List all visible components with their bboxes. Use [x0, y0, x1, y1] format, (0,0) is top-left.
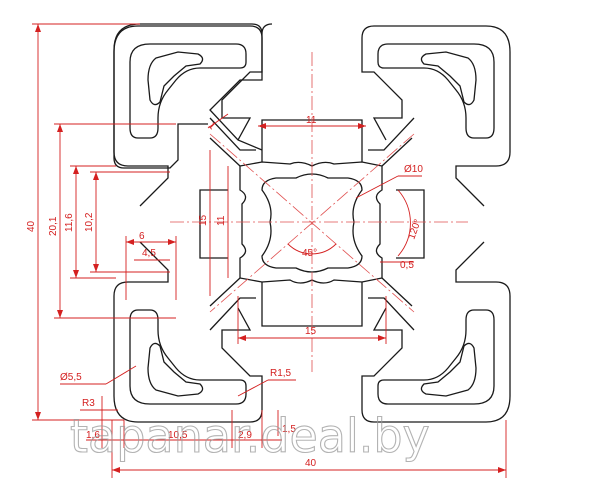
- profile-core: [199, 119, 425, 327]
- dimension-arrows: [35, 24, 506, 473]
- label-height-20-1: 20,1: [48, 216, 59, 236]
- label-slot-4-5: 4,5: [142, 248, 156, 259]
- label-overall-height: 40: [26, 220, 37, 232]
- label-bottom-1-5: 1,5: [282, 424, 296, 435]
- label-radius-3: R3: [82, 398, 95, 409]
- label-core-height-11: 11: [216, 215, 227, 226]
- label-height-11-6: 11,6: [64, 213, 75, 232]
- profile-quadrant-top-right: [361, 25, 511, 207]
- label-wall-1: 1: [206, 120, 218, 132]
- label-core-height-15: 15: [198, 214, 209, 226]
- label-radius-1-5: R1,5: [270, 368, 292, 379]
- label-core-width-11: 11: [306, 115, 317, 126]
- label-bottom-10-5: 10,5: [168, 430, 188, 441]
- profile-outer-contour: [113, 23, 273, 169]
- label-bore-5-5: Ø5,5: [60, 372, 82, 383]
- label-height-10-2: 10,2: [84, 212, 95, 232]
- label-bottom-1-6: 1,6: [86, 430, 100, 441]
- label-angle-45: 45°: [302, 248, 317, 259]
- label-bottom-2-9: 2,9: [238, 430, 252, 441]
- label-slot-6: 6: [139, 231, 145, 242]
- dimension-labels: 40 20,1 11,6 10,2 15 11 11 15 6 4,5 Ø10 …: [26, 115, 424, 469]
- label-wall-0-5: 0,5: [400, 260, 414, 271]
- diagonal-centerline-b: [209, 133, 415, 313]
- label-overall-width: 40: [305, 458, 317, 469]
- watermark-text: tapanar.deal.by: [70, 409, 430, 463]
- profile-quadrant-bottom-right: [361, 241, 511, 423]
- dimension-lines: [32, 23, 507, 478]
- label-core-width-15: 15: [305, 326, 317, 337]
- label-angle-120: 120°: [406, 218, 423, 241]
- centerlines: [170, 52, 468, 372]
- label-bore-10: Ø10: [404, 164, 423, 175]
- profile-outline: [113, 23, 273, 169]
